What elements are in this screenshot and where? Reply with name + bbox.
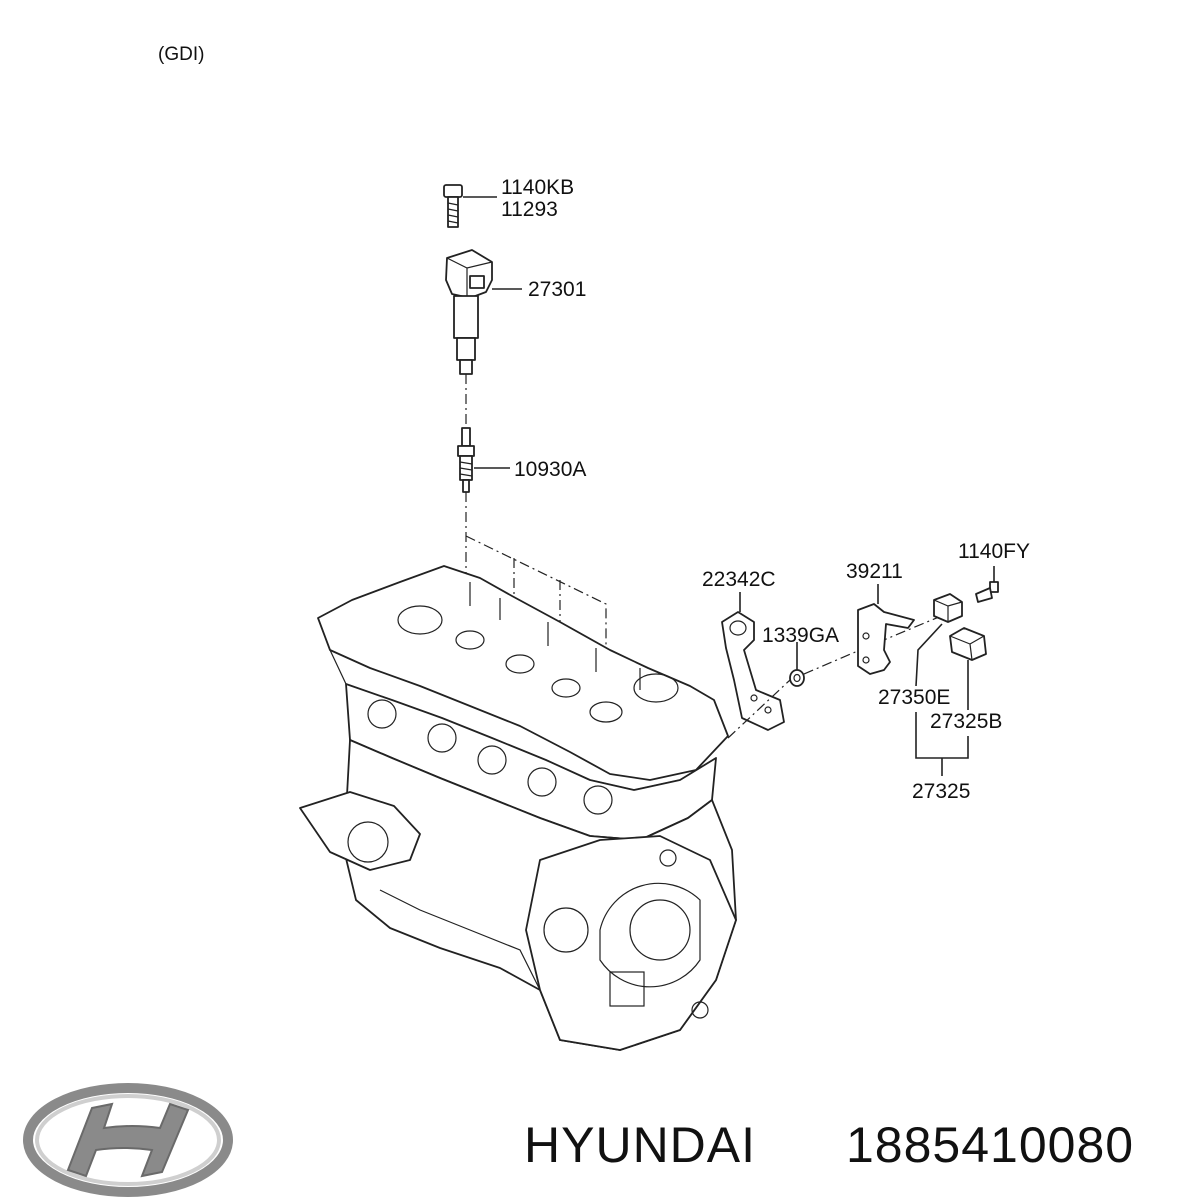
footer-part-number: 1885410080 xyxy=(846,1117,1134,1173)
label-sensor-bracket: 39211 xyxy=(846,560,903,583)
label-bolt-1140fy: 1140FY xyxy=(958,540,1030,563)
spark-plug-drawing xyxy=(457,427,510,493)
sensor-b-drawing xyxy=(949,627,987,710)
bolt-drawing xyxy=(443,184,497,228)
sensor-a-drawing xyxy=(915,593,963,687)
label-nut: 1339GA xyxy=(762,624,839,647)
bolt-small-drawing xyxy=(975,566,999,603)
label-sensor-b: 27325B xyxy=(930,710,1002,733)
label-bolt-1140kb: 1140KB xyxy=(501,176,574,199)
nut-drawing xyxy=(789,642,805,687)
label-bracket: 22342C xyxy=(702,568,776,591)
label-sensor-assembly: 27325 xyxy=(912,780,970,803)
label-sensor-a: 27350E xyxy=(878,686,950,709)
assembly-bracket-line xyxy=(915,712,969,776)
engine-drawing xyxy=(299,565,737,1051)
sensor-bracket-drawing xyxy=(857,584,915,675)
bracket-drawing xyxy=(721,592,947,739)
label-spark-plug: 10930A xyxy=(514,458,586,481)
footer-brand: HYUNDAI xyxy=(524,1117,756,1173)
hyundai-logo-icon xyxy=(23,1083,233,1197)
variant-label: (GDI) xyxy=(158,44,204,65)
label-ignition-coil: 27301 xyxy=(528,278,586,301)
label-bolt-11293: 11293 xyxy=(501,198,558,221)
ignition-coil-drawing xyxy=(445,249,522,375)
